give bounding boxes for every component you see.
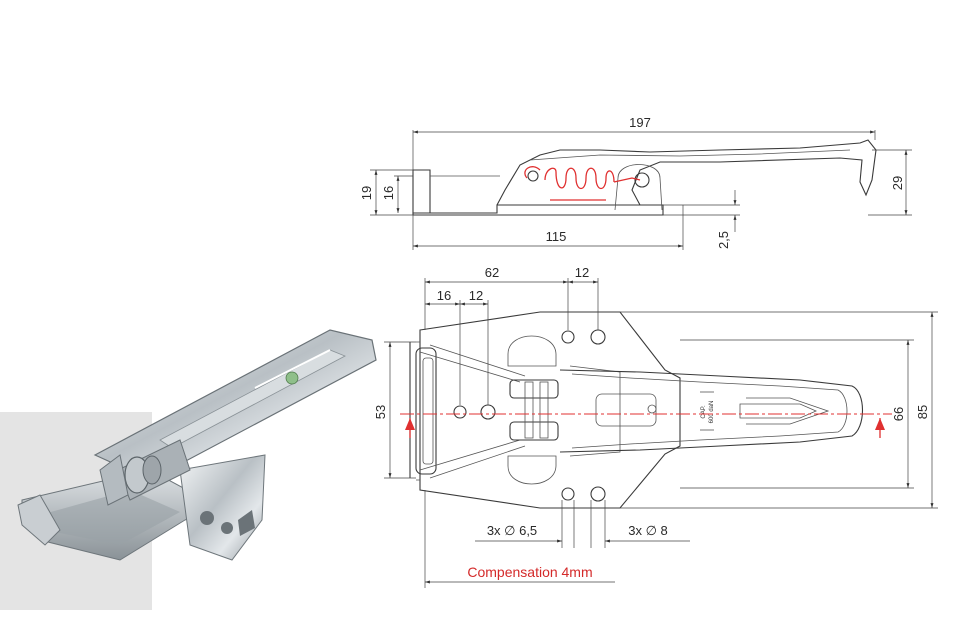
hole-top-small <box>561 330 575 344</box>
photo-hinge-bracket <box>179 454 266 561</box>
photo-logo-sticker <box>285 371 299 385</box>
dim-16: 16 <box>437 288 451 303</box>
holes-small-label: 3x ∅ 6,5 <box>487 523 537 538</box>
side-lever <box>496 139 877 206</box>
side-base-plate <box>412 204 664 216</box>
dim-12-left: 12 <box>469 288 483 303</box>
top-base-plate <box>419 311 681 509</box>
dim-base-length: 115 <box>546 229 567 244</box>
product-photo <box>0 329 377 610</box>
side-left-flange <box>412 169 431 214</box>
holes-large-label: 3x ∅ 8 <box>628 523 668 538</box>
mounting-holes <box>453 329 606 502</box>
dim-62: 62 <box>485 265 499 280</box>
hole-mid-small <box>453 405 467 419</box>
top-logo-mark <box>647 404 657 414</box>
dim-66: 66 <box>891 407 906 421</box>
side-pivot <box>634 172 650 188</box>
plate-text-cap: CAP. <box>701 405 707 419</box>
dim-overall-length: 197 <box>629 115 651 130</box>
dim-85: 85 <box>915 405 930 419</box>
compensation-note: Compensation 4mm <box>467 564 592 580</box>
dim-53: 53 <box>373 405 388 419</box>
dim-12-top: 12 <box>575 265 589 280</box>
dim-height-16: 16 <box>381 186 396 200</box>
hole-bottom-large <box>590 486 606 502</box>
hole-bottom-small <box>561 487 575 501</box>
dim-plate-thickness: 2,5 <box>716 231 731 249</box>
side-view: 197 115 19 16 29 2,5 <box>359 115 912 250</box>
top-view: CAP. 600 daN 62 12 16 <box>373 265 938 588</box>
hole-top-large <box>590 329 606 345</box>
spring <box>524 166 641 201</box>
top-slot-frame <box>415 347 437 475</box>
dim-height-29: 29 <box>890 176 905 190</box>
dim-height-19: 19 <box>359 186 374 200</box>
top-lever <box>559 369 863 453</box>
plate-text-load: 600 daN <box>709 401 715 424</box>
hole-mid-large <box>480 404 496 420</box>
